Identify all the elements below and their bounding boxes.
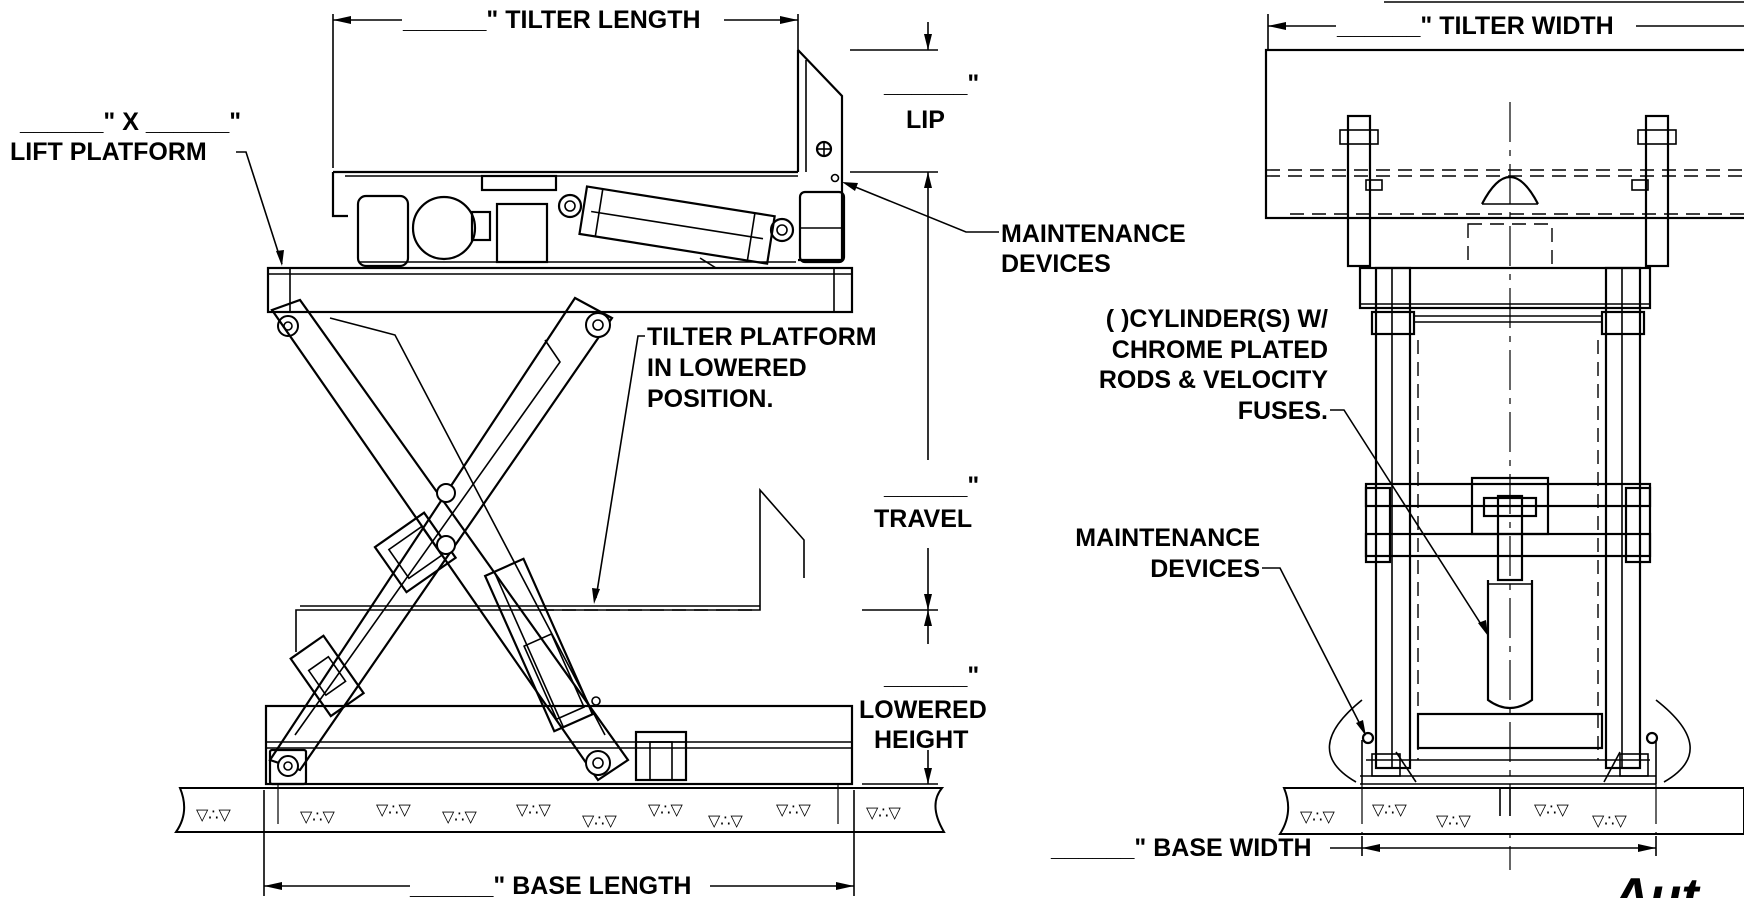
cylinder-label-2: CHROME PLATED [1112, 336, 1328, 364]
tilter-deck [331, 49, 846, 269]
base-width-dimension: ______" BASE WIDTH [1050, 834, 1657, 862]
end-view: ______" TILTER WIDTH [1050, 1, 1744, 898]
svg-text:▽∴▽: ▽∴▽ [1372, 800, 1407, 819]
maintenance-end-label-1: MAINTENANCE [1075, 524, 1260, 552]
lift-platform-label-group: ______" X ______" LIFT PLATFORM [10, 108, 284, 266]
lip-label: LIP [906, 106, 945, 134]
tilter-platform-label-3: POSITION. [647, 385, 773, 413]
tilter-length-dimension: ______" TILTER LENGTH [332, 6, 799, 168]
base-length-label: ______" BASE LENGTH [409, 872, 691, 898]
vertical-dimensions [850, 22, 938, 785]
scissor-arms [268, 296, 630, 782]
travel-label-group: ______" TRAVEL [874, 472, 979, 533]
lip-label-group: ______" LIP [883, 70, 979, 134]
svg-text:▽∴▽: ▽∴▽ [196, 805, 231, 824]
end-ground: ▽∴▽ ▽∴▽ ▽∴▽ ▽∴▽ ▽∴▽ [1278, 784, 1744, 835]
brand-logo-fragment: Aut [1610, 868, 1701, 898]
travel-value: ______" [883, 472, 979, 500]
base-width-label: ______" BASE WIDTH [1050, 834, 1312, 862]
lowered-height-value: ______" [883, 662, 979, 690]
maintenance-side-label-2: DEVICES [1001, 250, 1111, 278]
end-frame [1328, 266, 1691, 785]
lowered-height-label-2: HEIGHT [874, 726, 968, 754]
tilter-width-label: ______" TILTER WIDTH [1336, 12, 1614, 40]
tilter-length-label: ______" TILTER LENGTH [402, 6, 701, 34]
lift-platform-label: LIFT PLATFORM [10, 138, 207, 166]
side-ground: ▽∴▽ ▽∴▽ ▽∴▽ ▽∴▽ ▽∴▽ ▽∴▽ ▽∴▽ ▽∴▽ ▽∴▽ ▽∴▽ [174, 784, 946, 833]
tilter-width-dimension: ______" TILTER WIDTH [1267, 1, 1744, 50]
svg-text:▽∴▽: ▽∴▽ [776, 800, 811, 819]
svg-text:▽∴▽: ▽∴▽ [516, 800, 551, 819]
tilter-platform-label-2: IN LOWERED [647, 354, 807, 382]
lip-value: ______" [883, 70, 979, 98]
svg-text:▽∴▽: ▽∴▽ [866, 803, 901, 822]
maintenance-side-label-1: MAINTENANCE [1001, 220, 1186, 248]
tilter-platform-label-group: TILTER PLATFORM IN LOWERED POSITION. [592, 323, 877, 604]
cylinder-label-3: RODS & VELOCITY [1099, 366, 1329, 394]
maintenance-side-label-group: MAINTENANCE DEVICES [842, 182, 1186, 278]
lift-platform-dims: ______" X ______" [19, 108, 241, 136]
svg-text:▽∴▽: ▽∴▽ [1534, 800, 1569, 819]
cylinder-label-1: ( )CYLINDER(S) W/ [1106, 305, 1328, 333]
cylinder-label-4: FUSES. [1238, 397, 1328, 425]
cylinder-label-group: ( )CYLINDER(S) W/ CHROME PLATED RODS & V… [1099, 305, 1488, 636]
side-view: ______" TILTER LENGTH [10, 6, 1186, 898]
tilter-platform-label-1: TILTER PLATFORM [647, 323, 877, 351]
base-frame [264, 704, 854, 786]
svg-text:▽∴▽: ▽∴▽ [1300, 807, 1335, 826]
base-length-dimension: ______" BASE LENGTH [263, 790, 855, 898]
svg-text:▽∴▽: ▽∴▽ [1592, 811, 1627, 830]
end-tilter-deck [1264, 48, 1744, 870]
svg-text:▽∴▽: ▽∴▽ [708, 811, 743, 830]
svg-text:▽∴▽: ▽∴▽ [1436, 811, 1471, 830]
tilter-lowered-phantom [295, 487, 805, 652]
lowered-height-label-1: LOWERED [859, 696, 987, 724]
maintenance-end-label-group: MAINTENANCE DEVICES [1075, 524, 1366, 736]
lowered-height-label-group: ______" LOWERED HEIGHT [859, 662, 987, 754]
svg-text:▽∴▽: ▽∴▽ [300, 807, 335, 826]
travel-label: TRAVEL [874, 505, 972, 533]
svg-text:▽∴▽: ▽∴▽ [442, 807, 477, 826]
maintenance-end-label-2: DEVICES [1150, 555, 1260, 583]
svg-text:▽∴▽: ▽∴▽ [648, 800, 683, 819]
svg-text:▽∴▽: ▽∴▽ [582, 811, 617, 830]
svg-text:▽∴▽: ▽∴▽ [376, 800, 411, 819]
